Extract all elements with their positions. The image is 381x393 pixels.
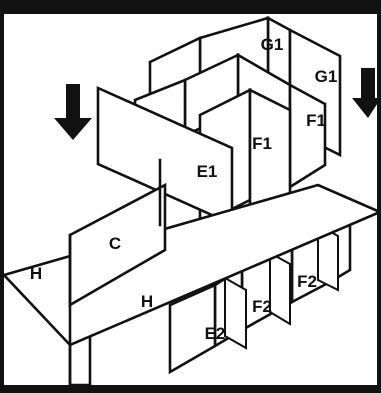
label-f1-mid: F1 xyxy=(252,134,272,153)
label-h-center: H xyxy=(141,292,153,311)
label-f2-right: F2 xyxy=(297,272,317,291)
label-f2-mid: F2 xyxy=(252,297,272,316)
label-g1-front: G1 xyxy=(315,67,338,86)
frame-bottom-border xyxy=(0,385,381,393)
label-h-left: H xyxy=(30,264,42,283)
frame-left-border xyxy=(0,0,4,393)
lower-cross-divider-1 xyxy=(225,278,246,348)
label-g1-back: G1 xyxy=(261,35,284,54)
label-c: C xyxy=(109,234,121,253)
lower-cross-divider-2 xyxy=(270,253,290,324)
frame-right-border xyxy=(377,0,381,393)
frame-top-border xyxy=(0,0,381,14)
label-f1-right: F1 xyxy=(306,111,326,130)
label-e2: E2 xyxy=(205,324,226,343)
label-e1: E1 xyxy=(197,162,218,181)
